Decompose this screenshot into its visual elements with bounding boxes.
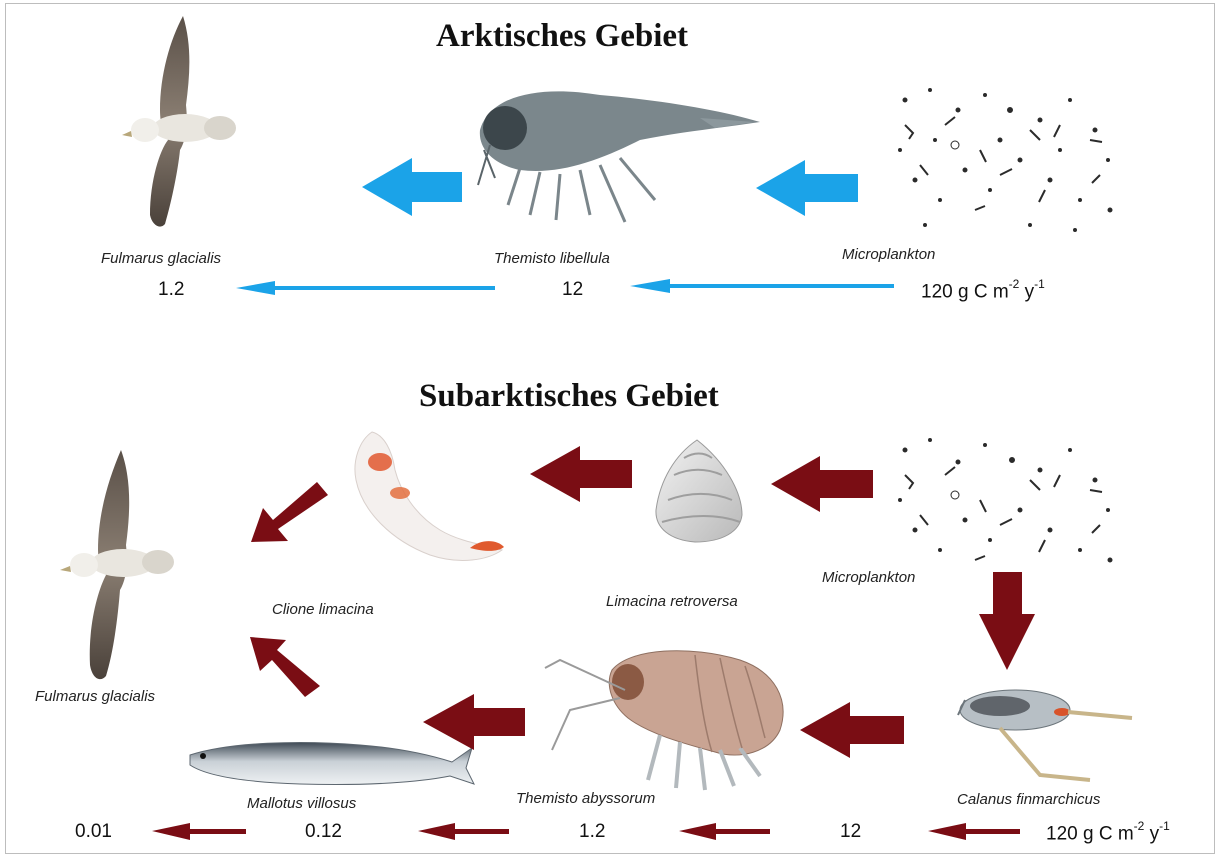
themisto-libellula-image	[478, 91, 760, 222]
subarctic-fulmar-label: Fulmarus glacialis	[35, 688, 155, 705]
subarctic-value-1: 0.01	[75, 821, 112, 843]
subarctic-arrow-limacina-to-clione	[530, 446, 632, 502]
arctic-themisto-label: Themisto libellula	[494, 250, 610, 267]
fulmar-image-subarctic	[60, 450, 174, 679]
arctic-unit-exp1: -2	[1009, 277, 1020, 291]
subarctic-calanus-label: Calanus finmarchicus	[957, 791, 1100, 808]
subarctic-arrow-themisto-to-fish	[423, 694, 525, 750]
subarctic-arrow-plankton-to-calanus	[979, 572, 1035, 670]
subarctic-value-3: 1.2	[579, 821, 605, 843]
subarctic-plankton-number: 120	[1046, 823, 1078, 844]
subarctic-arrow-calanus-to-themisto	[800, 702, 904, 758]
arctic-plankton-unit: g C m	[958, 281, 1009, 302]
arctic-big-arrow-2	[756, 160, 858, 216]
subarctic-arrow-clione-to-fulmar	[251, 482, 328, 542]
subarctic-thin-arrow-2	[418, 823, 509, 840]
subarctic-arrow-fish-to-fulmar	[250, 637, 320, 697]
subarctic-clione-label: Clione limacina	[272, 601, 374, 618]
subarctic-value-plankton: 120 g C m-2 y-1	[1046, 821, 1170, 845]
subarctic-arrow-plankton-to-limacina	[771, 456, 873, 512]
calanus-finmarchicus-image	[958, 690, 1132, 780]
microplankton-image-arctic	[899, 89, 1113, 232]
fulmar-image-arctic	[122, 16, 236, 227]
arctic-thin-arrow-2	[630, 279, 894, 293]
subarctic-value-2: 0.12	[305, 821, 342, 843]
arctic-plankton-number: 120	[921, 281, 953, 302]
mallotus-villosus-image	[190, 742, 474, 784]
arctic-thin-arrow-1	[236, 281, 495, 295]
subarctic-mallotus-label: Mallotus villosus	[247, 795, 356, 812]
subarctic-limacina-label: Limacina retroversa	[606, 593, 738, 610]
arctic-big-arrow-1	[362, 158, 462, 216]
microplankton-image-subarctic	[899, 439, 1113, 563]
limacina-retroversa-image	[656, 440, 742, 542]
subarctic-thin-arrow-1	[152, 823, 246, 840]
subarctic-unit-exp1: -2	[1134, 819, 1145, 833]
subarctic-unit-exp2: -1	[1159, 819, 1170, 833]
arctic-fulmar-label: Fulmarus glacialis	[101, 250, 221, 267]
subarctic-value-4: 12	[840, 821, 861, 843]
subarctic-themisto-label: Themisto abyssorum	[516, 790, 655, 807]
arctic-value-plankton: 120 g C m-2 y-1	[921, 279, 1045, 303]
subarctic-thin-arrow-4	[928, 823, 1020, 840]
subarctic-plankton-unit: g C m	[1083, 823, 1134, 844]
subarctic-microplankton-label: Microplankton	[822, 569, 915, 586]
arctic-value-fulmar: 1.2	[158, 279, 184, 301]
subarctic-thin-arrow-3	[679, 823, 770, 840]
clione-limacina-image	[355, 432, 504, 560]
arctic-microplankton-label: Microplankton	[842, 246, 935, 263]
arctic-unit-exp2: -1	[1034, 277, 1045, 291]
arctic-unit-y: y	[1025, 281, 1035, 302]
arctic-value-themisto: 12	[562, 279, 583, 301]
themisto-abyssorum-image	[545, 651, 783, 790]
subarctic-unit-y: y	[1150, 823, 1160, 844]
